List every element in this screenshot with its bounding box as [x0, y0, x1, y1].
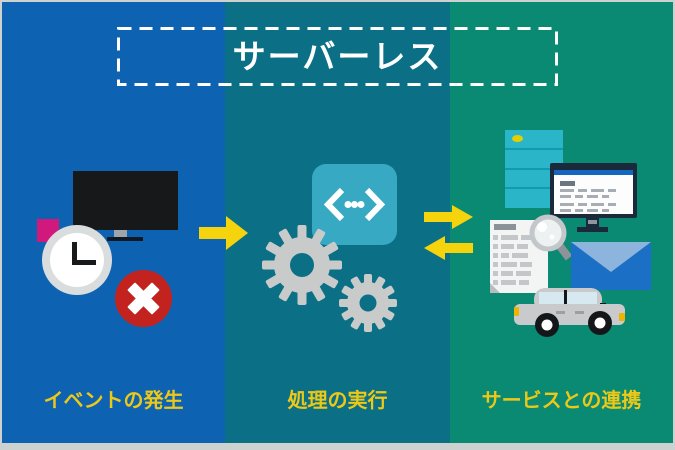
- envelope-flap: [571, 242, 651, 272]
- arrow-left-icon: [424, 236, 473, 260]
- gear-large-icon: [262, 225, 342, 305]
- browser-titlebar: [554, 170, 633, 175]
- screen-text-line: [560, 189, 616, 192]
- server-divider: [505, 168, 563, 170]
- code-brackets-glyph: [323, 187, 386, 222]
- magnifier-icon: [529, 214, 573, 261]
- screen-text-line: [560, 203, 616, 206]
- server-divider: [505, 148, 563, 150]
- panel-services-label: サービスとの連携: [481, 390, 642, 412]
- envelope-icon: [571, 242, 651, 290]
- document-line: [493, 271, 531, 276]
- panel-process-label: 処理の実行: [287, 390, 388, 412]
- monitor-stand-base: [107, 237, 143, 241]
- arrow-right-icon: [424, 205, 473, 229]
- code-brackets-icon: [312, 164, 397, 245]
- browser-monitor-base: [577, 227, 608, 232]
- browser-monitor-stand-detail: [588, 220, 597, 224]
- document-header-bar: [494, 224, 516, 230]
- panel-event-label: イベントの発生: [43, 390, 184, 412]
- title-dashed-border: [117, 27, 558, 86]
- car-icon: [514, 288, 625, 337]
- screen-text-line: [560, 209, 609, 212]
- clock-hand-hour: [72, 260, 96, 265]
- document-line: [493, 262, 532, 267]
- arrow-right-icon: [199, 216, 248, 250]
- clock-hand-minute: [72, 242, 77, 265]
- document-line: [493, 235, 536, 240]
- monitor-icon: [73, 171, 178, 230]
- browser-header-badge: [560, 181, 575, 186]
- page-title: サーバーレス: [232, 38, 443, 75]
- document-icon: [490, 220, 548, 293]
- document-line: [493, 244, 528, 249]
- server-led: [512, 135, 523, 142]
- browser-screen: [554, 170, 633, 214]
- server-divider: [505, 187, 563, 189]
- screen-text-line: [560, 195, 609, 198]
- document-page-curl: [490, 283, 500, 293]
- gear-small-icon: [339, 274, 397, 332]
- monitor-stand-neck: [114, 230, 127, 238]
- document-line: [493, 280, 529, 285]
- document-line: [493, 253, 528, 258]
